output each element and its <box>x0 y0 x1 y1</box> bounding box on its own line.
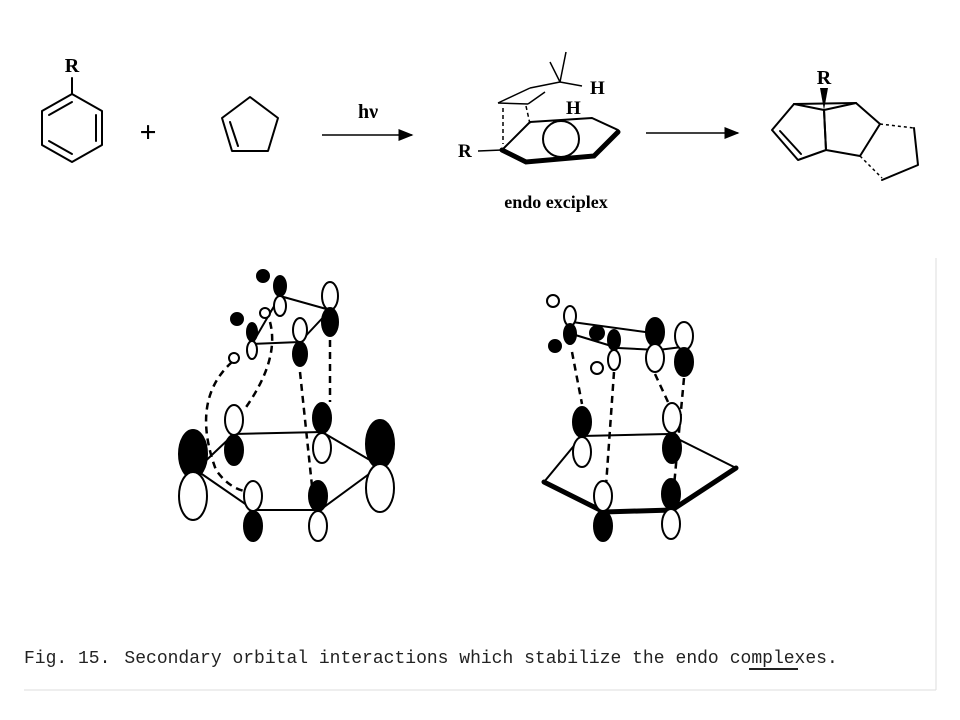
benzene-structure: R <box>41 55 103 163</box>
caption-main: Secondary orbital interactions which sta… <box>124 649 664 669</box>
left-orbital-complex <box>178 269 395 542</box>
plus-sign: + <box>139 116 156 149</box>
caption-underlined: endo <box>676 649 719 669</box>
hv-arrow: hν <box>322 101 414 141</box>
orbital-figure: Fig. 15. Secondary orbital interactions w… <box>24 258 937 691</box>
benzene-r-label: R <box>65 55 80 77</box>
endo-exciplex-structure: H H R endo exciplex <box>458 51 621 212</box>
product-structure: R <box>771 67 919 181</box>
exciplex-h-upper: H <box>590 78 605 99</box>
cyclopentene-structure <box>221 96 279 152</box>
svg-text:Fig. 15.Secondary orbital inte: Fig. 15. Secondary orbital interactions w… <box>24 649 838 669</box>
exciplex-r-label: R <box>458 141 472 162</box>
endo-exciplex-caption: endo exciplex <box>504 192 608 212</box>
product-r-label: R <box>817 67 832 89</box>
caption-suffix: complexes. <box>730 649 838 669</box>
figure-caption: Fig. 15. Secondary orbital interactions w… <box>24 649 838 670</box>
exciplex-h-lower: H <box>566 98 581 119</box>
hv-label: hν <box>358 101 378 123</box>
reaction-scheme: R + hν H H <box>41 51 919 212</box>
right-orbital-complex <box>541 294 739 542</box>
caption-prefix: Fig. 15. <box>24 649 110 669</box>
